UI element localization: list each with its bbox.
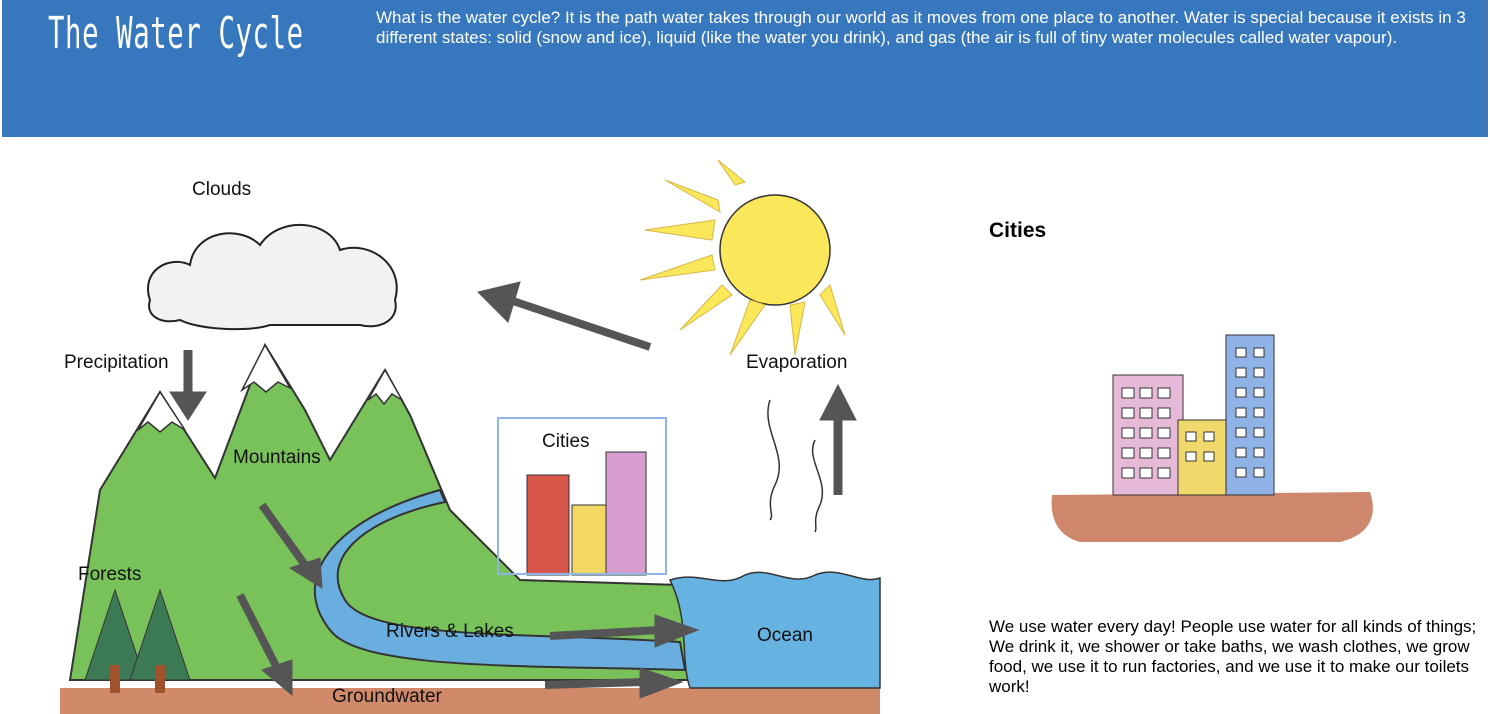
city-building-red (526, 474, 570, 576)
detail-title: Cities (989, 219, 1047, 242)
label-evaporation[interactable]: Evaporation (746, 352, 848, 373)
label-ocean[interactable]: Ocean (757, 625, 813, 646)
label-groundwater[interactable]: Groundwater (332, 686, 442, 707)
city-ground (1051, 492, 1373, 542)
intro-text: What is the water cycle? It is the path … (376, 8, 1466, 47)
cloud-shape (147, 223, 398, 331)
detail-text: We use water every day! People use water… (989, 617, 1477, 696)
site-title: The Water Cycle (48, 8, 304, 59)
groundwater-soil (60, 688, 880, 714)
diagram-illustration (60, 160, 881, 714)
ocean-shape (668, 571, 881, 689)
label-mountains[interactable]: Mountains (233, 447, 321, 468)
label-precipitation[interactable]: Precipitation (64, 352, 169, 373)
city-building-yellow (571, 504, 607, 576)
sun-shape (719, 194, 831, 306)
page-header: The Water Cycle What is the water cycle?… (2, 0, 1488, 137)
cities-illustration (1051, 334, 1373, 542)
label-clouds[interactable]: Clouds (192, 179, 252, 200)
label-rivers-lakes[interactable]: Rivers & Lakes (386, 621, 514, 642)
vapour-line-2 (811, 439, 824, 533)
city-building-pink (605, 451, 647, 576)
building-blue (1225, 334, 1275, 496)
cycle-arrows (169, 281, 857, 699)
building-yellow (1177, 419, 1227, 496)
sun-rays (639, 160, 846, 356)
vapour-line-1 (767, 399, 780, 521)
snowcap-2 (240, 343, 292, 393)
snowcap-3 (367, 368, 405, 406)
snowcap-1 (137, 390, 186, 433)
cities-hotspot[interactable] (497, 417, 667, 575)
water-cycle-diagram: Clouds Precipitation Mountains Forests C… (0, 160, 900, 714)
label-forests[interactable]: Forests (78, 564, 142, 585)
label-cities[interactable]: Cities (542, 431, 590, 452)
